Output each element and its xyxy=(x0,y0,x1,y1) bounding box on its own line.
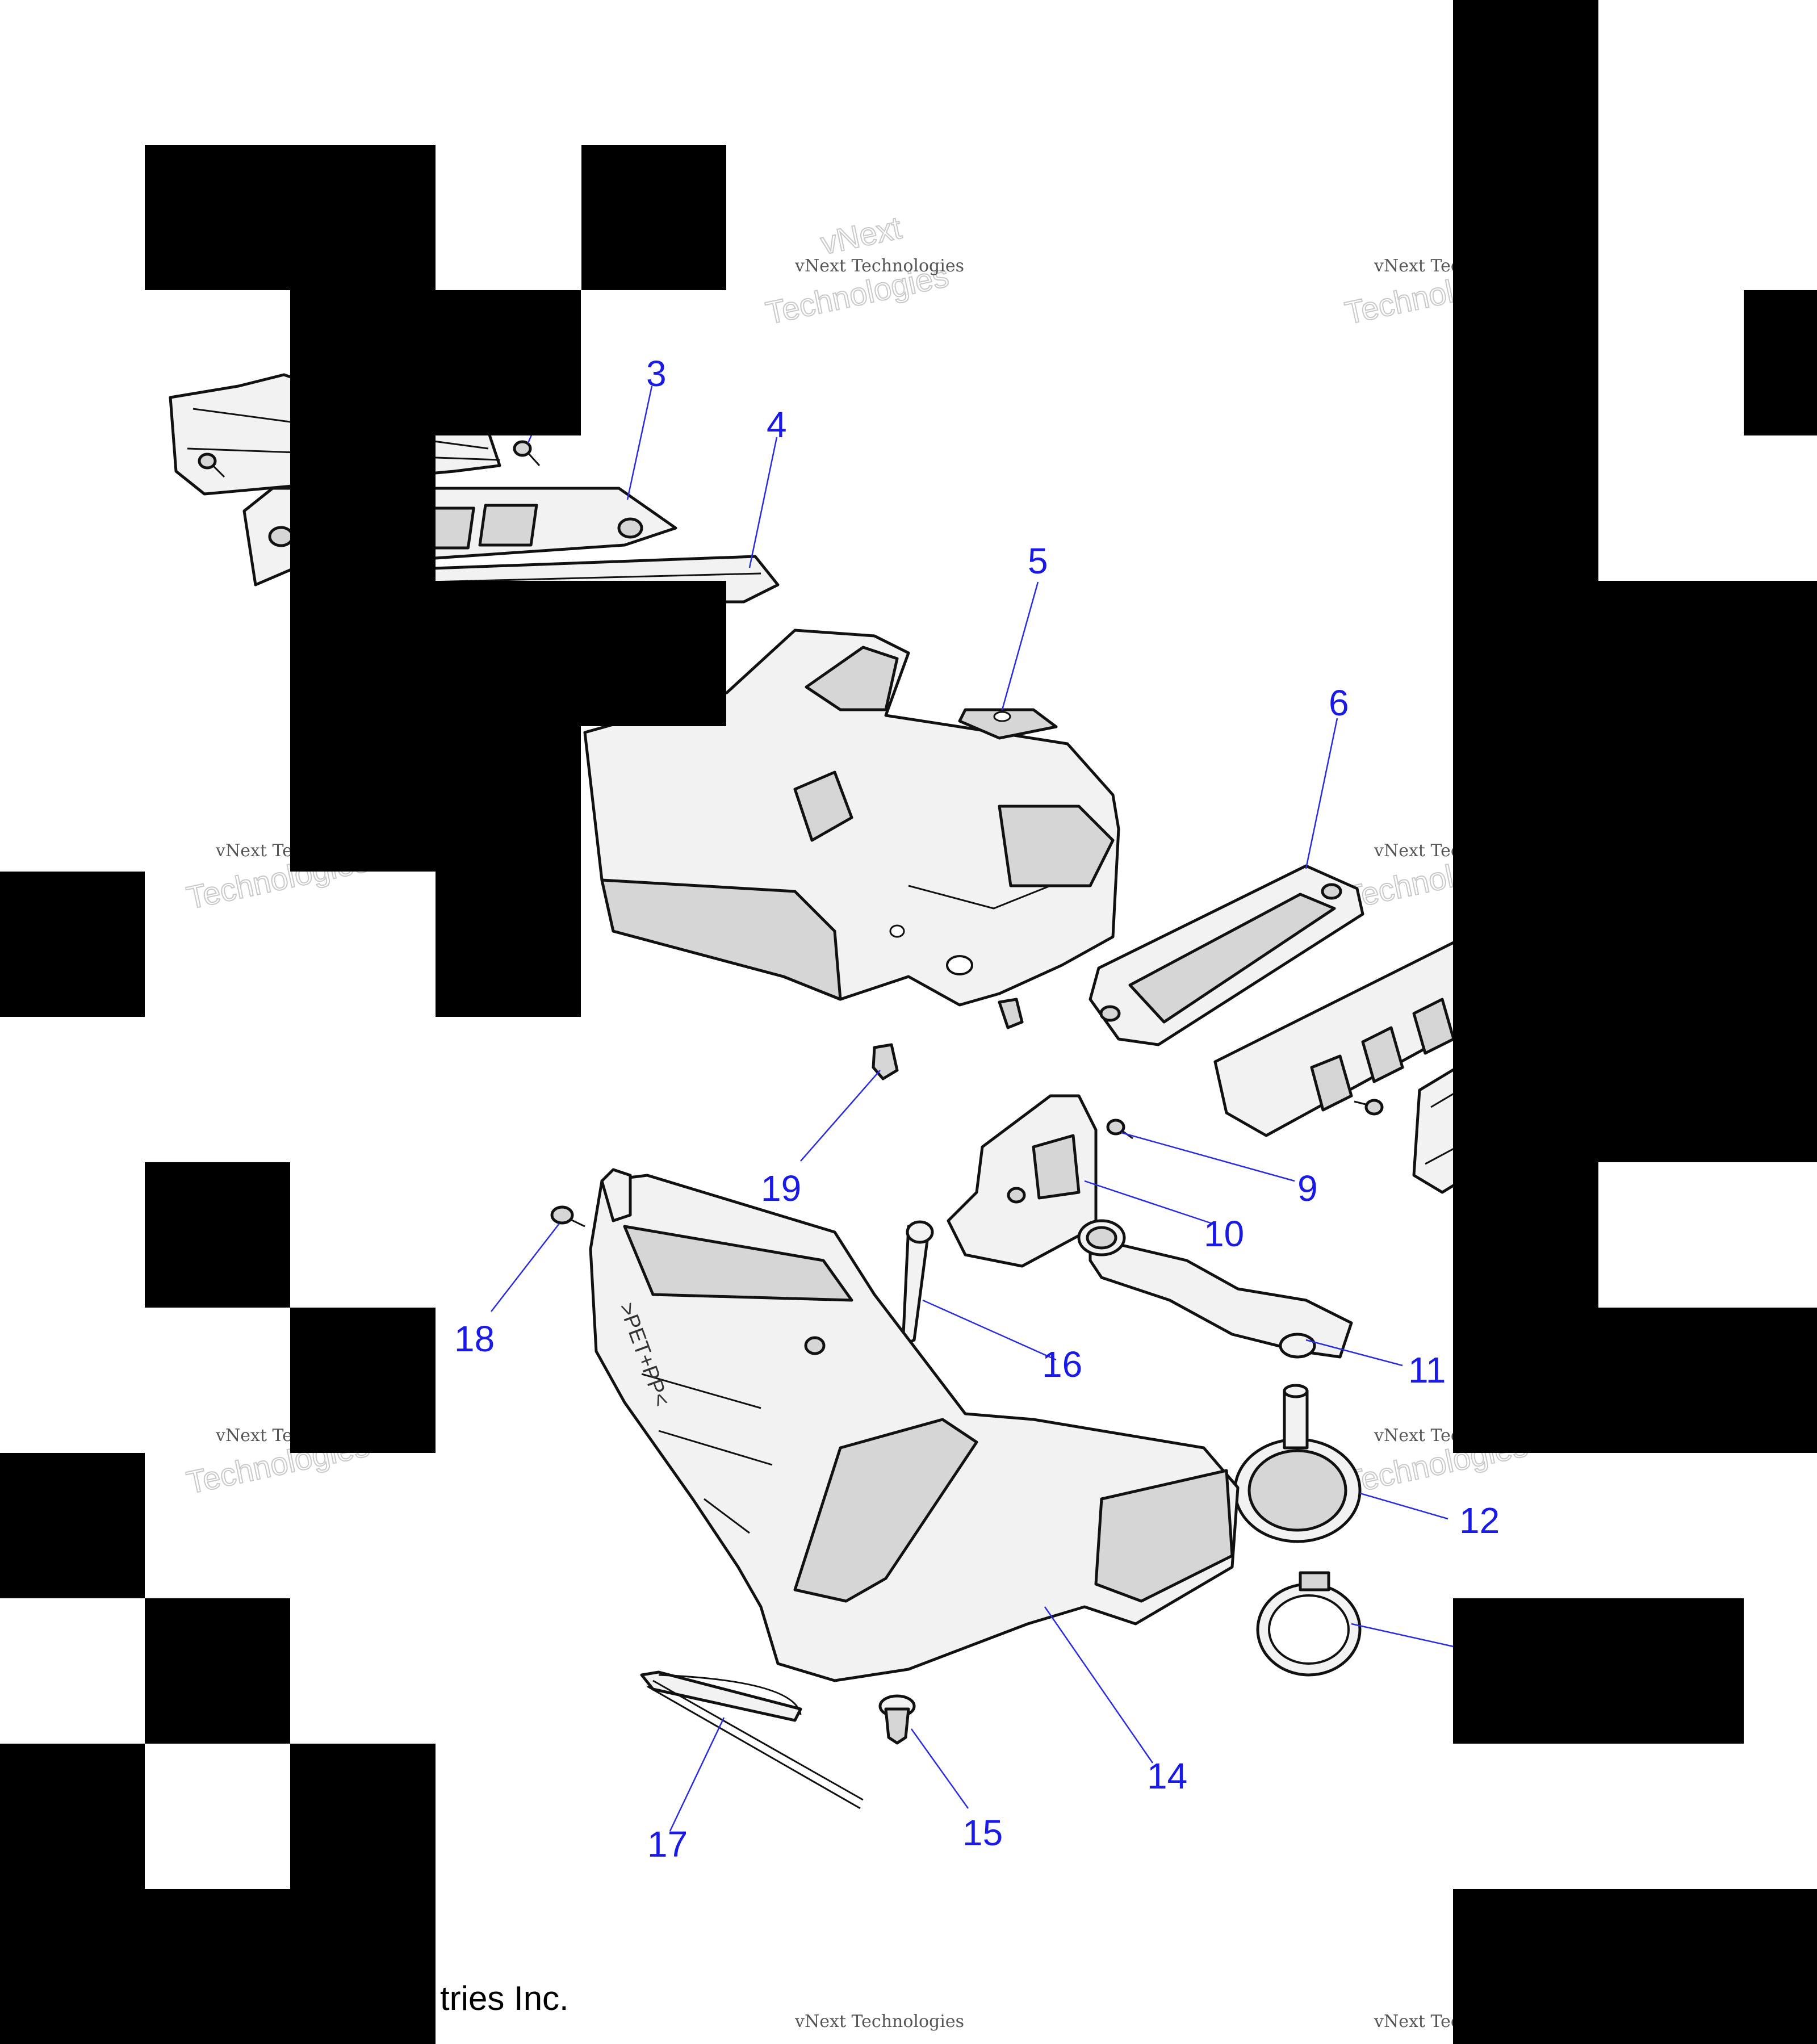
leader-line xyxy=(800,1070,881,1162)
mask-block xyxy=(0,872,145,1017)
leader-line xyxy=(626,386,653,500)
leader-line xyxy=(1001,581,1039,710)
callout-12: 12 xyxy=(1459,1500,1500,1541)
screw-9 xyxy=(1106,1119,1133,1140)
callout-11: 11 xyxy=(1408,1350,1446,1390)
leader-line xyxy=(669,1717,725,1832)
mask-block xyxy=(290,290,581,435)
mask-block xyxy=(145,1598,290,1744)
leader-line xyxy=(1305,1339,1403,1367)
mask-block xyxy=(1744,290,1817,435)
watermark-text: vNext Technologies xyxy=(794,256,964,276)
screw-18 xyxy=(550,1205,585,1228)
mask-block xyxy=(290,435,436,581)
callout-5: 5 xyxy=(1028,541,1048,581)
mask-block xyxy=(436,726,581,1017)
leader-line xyxy=(1351,1623,1454,1648)
leader-line xyxy=(491,1223,560,1312)
mask-block xyxy=(1453,1598,1744,1744)
screw xyxy=(1007,1187,1026,1204)
mask-block xyxy=(1453,1162,1598,1308)
mask-block xyxy=(290,726,436,872)
leader-line xyxy=(910,1728,969,1809)
leader-line xyxy=(1305,718,1338,869)
screw xyxy=(198,453,225,478)
part-hose-11 xyxy=(1077,1219,1353,1359)
mask-block xyxy=(0,1889,436,2044)
mask-block xyxy=(290,1744,436,1889)
part-nut-clip xyxy=(998,998,1024,1029)
callout-18: 18 xyxy=(454,1318,495,1359)
callout-15: 15 xyxy=(962,1812,1003,1853)
callout-19: 19 xyxy=(761,1168,801,1209)
svg-text:vNext: vNext xyxy=(818,210,905,261)
part-clamp-12 xyxy=(1233,1384,1362,1543)
leader-line xyxy=(1044,1606,1154,1764)
leader-line xyxy=(1359,1492,1448,1520)
mask-block xyxy=(0,1744,145,1889)
callouts: 2 3 4 5 6 2 9 10 11 12 14 15 16 17 18 19 xyxy=(454,325,1568,1865)
callout-17: 17 xyxy=(647,1824,688,1865)
callout-16: 16 xyxy=(1042,1344,1082,1385)
mask-block xyxy=(290,1308,436,1453)
part-rivet-15 xyxy=(878,1694,916,1745)
part-pin-16 xyxy=(901,1220,934,1347)
part-gasket-6 xyxy=(1088,864,1364,1046)
part-intake-duct-14: >PET+PP< xyxy=(589,1168,1240,1682)
callout-9: 9 xyxy=(1297,1168,1318,1209)
mask-block xyxy=(1453,0,1598,581)
mask-block xyxy=(581,145,726,290)
callout-4: 4 xyxy=(767,404,787,445)
screw xyxy=(1354,1099,1384,1116)
mask-block xyxy=(290,581,726,726)
mask-block xyxy=(1453,581,1817,1162)
copyright-footer: tries Inc. xyxy=(440,1979,569,2017)
mask-block xyxy=(145,1162,290,1308)
leader-line xyxy=(748,437,778,568)
mask-block xyxy=(1453,1308,1817,1453)
callout-14: 14 xyxy=(1147,1756,1187,1796)
callout-6: 6 xyxy=(1329,682,1349,723)
mask-block xyxy=(0,1453,145,1598)
leader-line xyxy=(922,1299,1057,1361)
mask-block xyxy=(1453,1889,1817,2044)
leader-line xyxy=(1084,1180,1213,1225)
part-cable-tie-17 xyxy=(640,1670,864,1810)
part-clamp-ring xyxy=(1256,1571,1362,1677)
callout-3: 3 xyxy=(646,353,667,394)
callout-10: 10 xyxy=(1204,1213,1244,1254)
leader-line xyxy=(1121,1132,1295,1182)
screw xyxy=(513,440,541,467)
watermark-text: vNext Technologies xyxy=(794,2012,964,2032)
mask-block xyxy=(145,145,436,290)
part-bracket-10 xyxy=(947,1094,1098,1268)
